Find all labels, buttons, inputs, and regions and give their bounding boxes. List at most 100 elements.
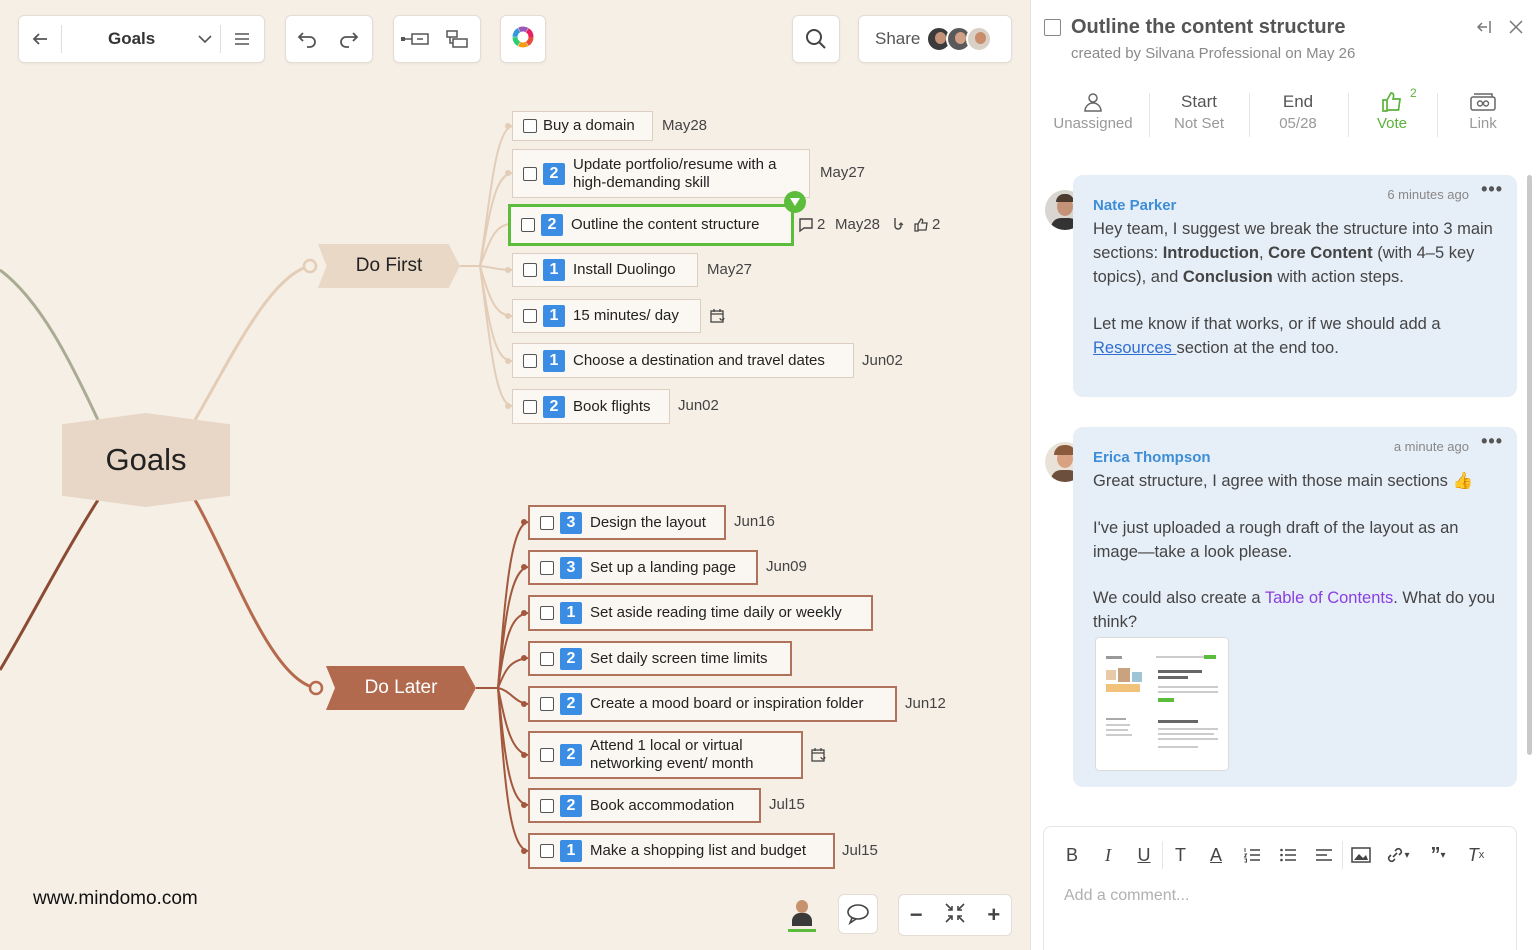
align-icon[interactable] bbox=[1306, 841, 1342, 869]
topic-screen-time[interactable]: 2 Set daily screen time limits bbox=[528, 641, 792, 676]
branch-do-first[interactable]: Do First bbox=[318, 244, 460, 288]
topic-text: Outline the content structure bbox=[571, 216, 760, 233]
color-wheel-icon[interactable] bbox=[511, 25, 535, 54]
topic-landing-page[interactable]: 3 Set up a landing page bbox=[528, 550, 758, 585]
hamburger-menu-icon[interactable] bbox=[221, 16, 263, 62]
topic-outline-content-structure[interactable]: 2 Outline the content structure bbox=[508, 204, 794, 246]
task-checkbox[interactable] bbox=[523, 399, 537, 414]
due-date: Jun02 bbox=[862, 352, 903, 369]
topic-choose-destination[interactable]: 1 Choose a destination and travel dates bbox=[512, 343, 854, 378]
end-date-button[interactable]: End 05/28 bbox=[1250, 88, 1346, 133]
underline-icon[interactable]: U bbox=[1137, 844, 1151, 865]
vote-count[interactable]: 2 bbox=[913, 216, 940, 233]
topic-reading-time[interactable]: 1 Set aside reading time daily or weekly bbox=[528, 595, 873, 631]
topic-text: Attend 1 local or virtual networking eve… bbox=[590, 737, 754, 772]
insert-topic-icon[interactable] bbox=[394, 16, 436, 62]
task-checkbox[interactable] bbox=[523, 263, 537, 277]
zoom-out-button[interactable]: − bbox=[909, 902, 923, 927]
topic-mood-board[interactable]: 2 Create a mood board or inspiration fol… bbox=[528, 686, 897, 722]
back-arrow-icon[interactable] bbox=[19, 16, 61, 62]
bold-icon[interactable]: B bbox=[1065, 844, 1078, 865]
vote-count-value: 2 bbox=[932, 216, 941, 233]
task-checkbox[interactable] bbox=[521, 218, 535, 232]
repeat-calendar-icon bbox=[710, 308, 726, 324]
insert-subtopic-icon[interactable] bbox=[436, 16, 478, 62]
topic-text: Set aside reading time daily or weekly bbox=[590, 604, 842, 621]
collapse-panel-icon[interactable] bbox=[1475, 18, 1493, 41]
undo-icon[interactable] bbox=[286, 16, 328, 62]
central-topic-label: Goals bbox=[105, 442, 187, 477]
comment-author[interactable]: Nate Parker bbox=[1093, 197, 1177, 214]
task-checkbox[interactable] bbox=[540, 560, 554, 575]
assignee-button[interactable]: Unassigned bbox=[1045, 88, 1141, 132]
search-button[interactable] bbox=[792, 15, 840, 63]
task-checkbox[interactable] bbox=[540, 515, 554, 530]
task-checkbox[interactable] bbox=[540, 697, 554, 711]
comment-text: Let me know if that works, or if we shou… bbox=[1093, 315, 1441, 333]
collapse-toggle[interactable] bbox=[784, 191, 806, 213]
topic-design-layout[interactable]: 3 Design the layout bbox=[528, 505, 726, 540]
topic-book-accommodation[interactable]: 2 Book accommodation bbox=[528, 788, 761, 823]
topic-buy-domain[interactable]: Buy a domain bbox=[512, 111, 653, 141]
italic-icon[interactable]: I bbox=[1105, 844, 1111, 865]
vote-button[interactable]: 2 Vote bbox=[1344, 86, 1440, 132]
comment-input[interactable]: Add a comment... bbox=[1064, 887, 1190, 904]
topic-15-minutes[interactable]: 1 15 minutes/ day bbox=[512, 299, 701, 333]
quote-dropdown-icon[interactable]: ”▾ bbox=[1430, 843, 1446, 866]
topic-install-duolingo[interactable]: 1 Install Duolingo bbox=[512, 253, 698, 287]
task-checkbox[interactable] bbox=[523, 309, 537, 323]
chat-button[interactable] bbox=[838, 894, 878, 934]
task-checkbox[interactable] bbox=[540, 748, 554, 762]
table-of-contents-link[interactable]: Table of Contents bbox=[1264, 589, 1394, 607]
topic-book-flights[interactable]: 2 Book flights bbox=[512, 389, 670, 424]
mind-map-canvas[interactable]: Goals bbox=[0, 0, 1030, 950]
text-style-icon[interactable]: T bbox=[1162, 841, 1198, 869]
comment-options-icon[interactable]: ••• bbox=[1481, 431, 1503, 451]
text-color-icon[interactable]: A bbox=[1209, 844, 1222, 865]
panel-title: Outline the content structure bbox=[1071, 16, 1346, 38]
branch-do-later[interactable]: Do Later bbox=[326, 666, 476, 710]
topic-update-portfolio[interactable]: 2 Update portfolio/resume with a high-de… bbox=[512, 149, 810, 198]
task-checkbox[interactable] bbox=[1044, 19, 1061, 36]
priority-badge: 1 bbox=[560, 602, 582, 624]
share-button[interactable]: Share bbox=[858, 15, 1012, 63]
presence-avatar[interactable] bbox=[788, 898, 816, 932]
divider bbox=[1149, 93, 1150, 137]
topic-networking-event[interactable]: 2 Attend 1 local or virtual networking e… bbox=[528, 731, 803, 779]
zoom-in-button[interactable]: + bbox=[987, 902, 1001, 927]
divider bbox=[1249, 93, 1250, 137]
due-date: May27 bbox=[820, 164, 866, 181]
task-checkbox[interactable] bbox=[523, 353, 537, 368]
comment-count[interactable]: 2 bbox=[798, 216, 825, 233]
zoom-controls: − + bbox=[898, 894, 1012, 936]
theme-toolbar bbox=[500, 15, 546, 63]
bullet-list-icon[interactable] bbox=[1270, 841, 1306, 869]
chevron-down-icon[interactable] bbox=[190, 16, 220, 62]
task-checkbox[interactable] bbox=[540, 606, 554, 620]
comment-text: We could also create a bbox=[1093, 589, 1265, 607]
numbered-list-icon[interactable] bbox=[1234, 841, 1270, 869]
comment-text: section at the end too. bbox=[1176, 339, 1339, 357]
task-checkbox[interactable] bbox=[523, 166, 537, 181]
comment-options-icon[interactable]: ••• bbox=[1481, 179, 1503, 199]
link-dropdown-icon[interactable]: ▾ bbox=[1378, 841, 1418, 869]
start-date-button[interactable]: Start Not Set bbox=[1151, 88, 1247, 133]
topic-shopping-list[interactable]: 1 Make a shopping list and budget bbox=[528, 833, 835, 869]
resources-link[interactable]: Resources bbox=[1093, 339, 1177, 357]
redo-icon[interactable] bbox=[328, 16, 370, 62]
topic-text: Install Duolingo bbox=[573, 261, 676, 278]
panel-scrollbar[interactable] bbox=[1527, 175, 1532, 755]
close-icon[interactable] bbox=[1507, 18, 1525, 41]
task-checkbox[interactable] bbox=[523, 119, 537, 133]
map-title-dropdown[interactable]: Goals bbox=[62, 29, 190, 49]
comment-author[interactable]: Erica Thompson bbox=[1093, 449, 1211, 466]
task-checkbox[interactable] bbox=[540, 798, 554, 813]
image-icon[interactable] bbox=[1342, 841, 1378, 869]
task-checkbox[interactable] bbox=[540, 651, 554, 666]
task-checkbox[interactable] bbox=[540, 844, 554, 858]
attached-image-thumbnail[interactable] bbox=[1095, 637, 1229, 771]
central-topic[interactable]: Goals bbox=[62, 413, 230, 507]
fit-to-screen-icon[interactable] bbox=[944, 902, 966, 929]
link-button[interactable]: Link bbox=[1435, 88, 1531, 132]
